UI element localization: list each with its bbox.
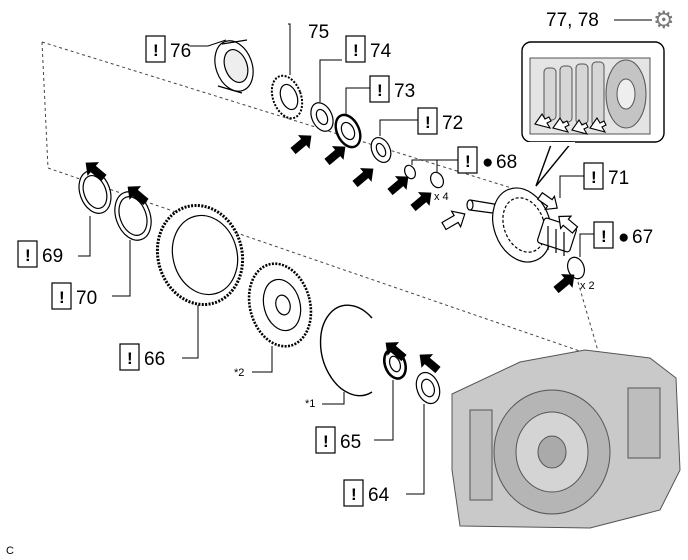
quantity-67: x 2 <box>580 280 595 292</box>
notice-mark: ! <box>25 246 31 265</box>
notice-box <box>17 240 38 268</box>
part-72-washer <box>370 137 392 163</box>
callout-68: ! ●68 <box>457 146 517 174</box>
notice-mark: ! <box>59 288 65 307</box>
callout-76: ! 76 <box>145 35 191 63</box>
callout-71: ! 71 <box>583 162 629 190</box>
part-number: 71 <box>608 168 629 189</box>
part-67-ring <box>566 256 586 280</box>
notice-mark: ! <box>425 113 431 132</box>
part-snap-ring-large <box>319 304 373 397</box>
notice-box <box>417 107 438 135</box>
notice-box <box>119 343 140 371</box>
figure-code: C <box>6 545 14 557</box>
part-74-washer <box>310 102 334 132</box>
notice-box <box>343 479 364 507</box>
notice-box <box>51 282 72 310</box>
black-arrows <box>85 135 575 374</box>
notice-mark: ! <box>127 349 133 368</box>
gear-settings-icon: ⚙ <box>653 6 675 34</box>
callout-72: ! 72 <box>417 107 463 135</box>
notice-mark: ! <box>377 81 383 100</box>
part-69-snap-ring <box>78 170 112 214</box>
callout-75: 75 <box>308 22 329 43</box>
part-number: 64 <box>368 485 390 506</box>
callout-65: ! 65 <box>315 426 361 454</box>
notice-mark: ! <box>351 485 357 504</box>
part-68-rings <box>403 164 445 189</box>
note-1: *1 <box>305 398 315 410</box>
part-64-washer <box>415 371 441 405</box>
transaxle-housing <box>451 349 681 529</box>
notice-mark: ! <box>353 41 359 60</box>
callout-labels: !7675!74!73!72!●68!71!●67!69!70!66!65!64… <box>17 10 653 507</box>
white-arrows <box>441 191 579 234</box>
part-number: 74 <box>370 41 392 62</box>
part-number: 75 <box>308 22 329 43</box>
notice-box <box>315 426 336 454</box>
notice-box <box>345 35 366 63</box>
quantity-68: x 4 <box>434 191 449 203</box>
callout-69: ! 69 <box>17 240 63 268</box>
part-number: 77, 78 <box>546 10 599 31</box>
callout-70: ! 70 <box>51 282 97 310</box>
bullet-mark: ● <box>482 152 493 173</box>
notice-mark: ! <box>465 152 471 171</box>
part-disc-gear <box>247 262 313 348</box>
part-76-drum <box>214 39 254 94</box>
note-2: *2 <box>234 367 244 379</box>
notice-box <box>145 35 166 63</box>
notice-box <box>583 162 604 190</box>
part-75-gear <box>270 74 304 120</box>
part-number: 76 <box>170 41 191 62</box>
notice-mark: ! <box>601 227 607 246</box>
callout-73: ! 73 <box>369 75 415 103</box>
notice-mark: ! <box>153 41 159 60</box>
part-number: 70 <box>76 288 97 309</box>
leader-lines <box>78 23 594 495</box>
notice-mark: ! <box>591 168 597 187</box>
notice-box <box>369 75 390 103</box>
part-number: 73 <box>394 81 415 102</box>
part-71-shaft-assembly <box>466 187 578 263</box>
part-number: 68 <box>496 152 517 173</box>
callout-7778: 77, 78 <box>546 10 599 31</box>
part-66-ring-gear <box>155 203 245 307</box>
callout-66: ! 66 <box>119 343 165 371</box>
inset-detail <box>521 41 665 187</box>
part-number: 65 <box>340 432 361 453</box>
part-number: 69 <box>42 246 63 267</box>
part-73-bearing <box>334 113 362 149</box>
notice-mark: ! <box>323 432 329 451</box>
bullet-mark: ● <box>618 227 629 248</box>
notice-box <box>457 146 478 174</box>
callout-74: ! 74 <box>345 35 392 63</box>
part-number: 72 <box>442 113 463 134</box>
notice-box <box>593 221 614 249</box>
part-number: 66 <box>144 349 165 370</box>
callout-67: ! ●67 <box>593 221 653 249</box>
callout-64: ! 64 <box>343 479 390 507</box>
part-number: 67 <box>632 227 653 248</box>
